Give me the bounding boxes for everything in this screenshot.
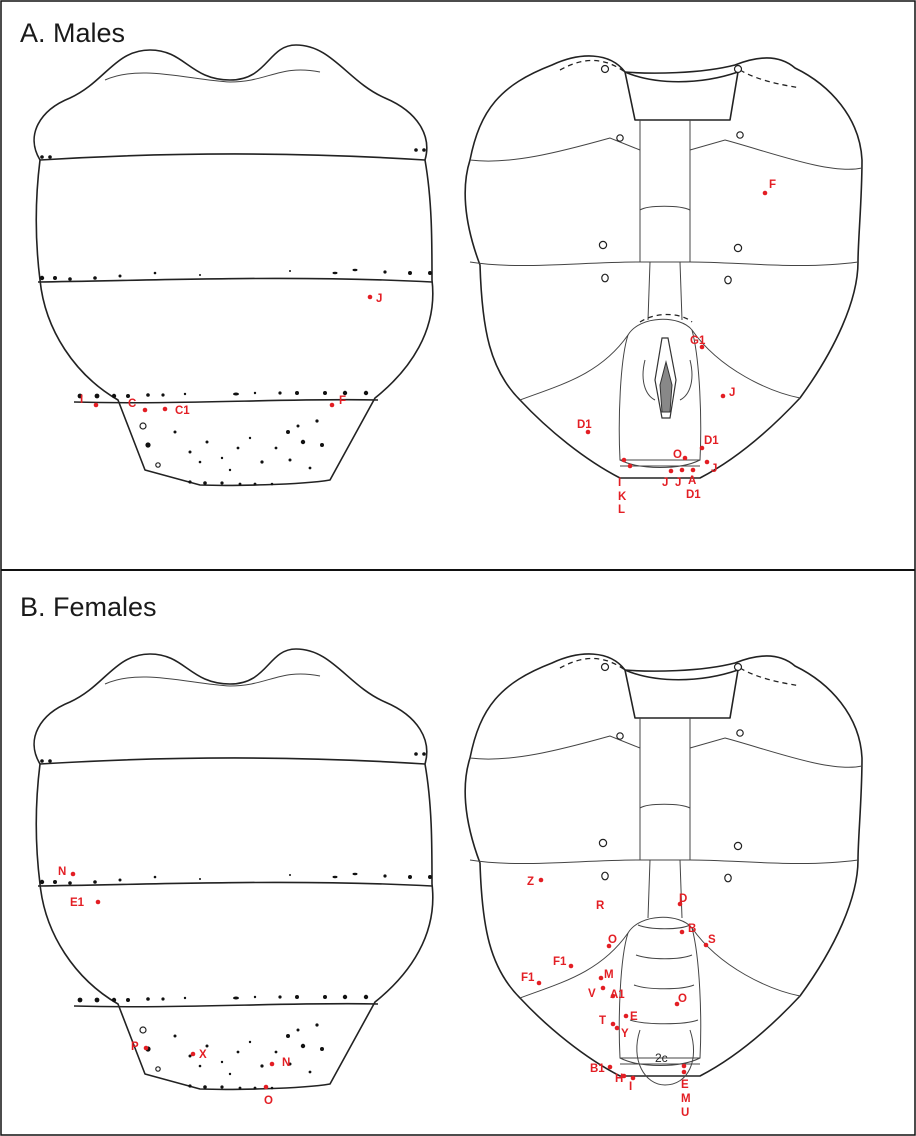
marker-dot bbox=[264, 1085, 269, 1090]
panel-females: B. Females 2c N E1 P X N O Z R bbox=[20, 592, 862, 1119]
marker-label: J bbox=[376, 293, 382, 305]
marker-dot bbox=[682, 1070, 687, 1075]
marker-dot bbox=[680, 468, 685, 473]
panel-title-females: B. Females bbox=[20, 592, 157, 622]
marker-dot bbox=[611, 1022, 616, 1027]
marker-dot bbox=[691, 468, 696, 473]
marker-dot bbox=[615, 1026, 620, 1031]
marker-dot bbox=[624, 1014, 629, 1019]
marker-label: D bbox=[679, 893, 687, 905]
marker-dot bbox=[669, 469, 674, 474]
marker-dot bbox=[680, 930, 685, 935]
genital-segments: 2c bbox=[630, 925, 698, 1085]
marker-label: K bbox=[618, 491, 627, 503]
marker-label: O bbox=[678, 993, 687, 1005]
marker-label: I bbox=[629, 1081, 632, 1093]
marker-label: U bbox=[681, 1107, 689, 1119]
marker-dot bbox=[191, 1052, 196, 1057]
panel-males: A. Males J I C C1 F F G1 bbox=[20, 18, 862, 516]
marker-label: R bbox=[596, 900, 605, 912]
marker-dot bbox=[539, 878, 544, 883]
marker-label: E1 bbox=[70, 897, 85, 909]
marker-dot bbox=[608, 1065, 613, 1070]
marker-dot bbox=[721, 394, 726, 399]
marker-label: Z bbox=[527, 876, 534, 888]
marker-label: X bbox=[199, 1049, 207, 1061]
marker-dot bbox=[601, 986, 606, 991]
marker-label: C bbox=[128, 398, 136, 410]
marker-label: B1 bbox=[590, 1063, 605, 1075]
marker-label: A1 bbox=[610, 989, 625, 1001]
marker-dot bbox=[330, 403, 335, 408]
marker-dot bbox=[628, 464, 633, 469]
marker-label: D1 bbox=[704, 435, 719, 447]
marker-label: N bbox=[282, 1057, 290, 1069]
ventral-view-females bbox=[465, 654, 862, 1076]
marker-label: O bbox=[673, 449, 682, 461]
marker-dot bbox=[683, 456, 688, 461]
marker-label: M bbox=[681, 1093, 691, 1105]
marker-label: I bbox=[618, 477, 621, 489]
marker-dot bbox=[569, 964, 574, 969]
marker-label: E bbox=[630, 1011, 638, 1023]
marker-dot bbox=[94, 403, 99, 408]
marker-label: C1 bbox=[175, 405, 190, 417]
marker-dot bbox=[682, 1064, 687, 1069]
marker-label: G1 bbox=[690, 335, 706, 347]
marker-dot bbox=[622, 458, 627, 463]
marker-dot bbox=[143, 408, 148, 413]
marker-label: H bbox=[615, 1073, 623, 1085]
dorsal-view-males bbox=[34, 45, 433, 485]
marker-dot bbox=[631, 1076, 636, 1081]
male-ventral-markers: F G1 J D1 O D1 I K L J J A J D1 bbox=[577, 179, 776, 516]
marker-label: M bbox=[604, 969, 614, 981]
marker-label: F bbox=[769, 179, 776, 191]
marker-dot bbox=[96, 900, 101, 905]
marker-dot bbox=[705, 460, 710, 465]
panel-title-males: A. Males bbox=[20, 18, 125, 48]
marker-dot bbox=[144, 1046, 149, 1051]
marker-dot bbox=[71, 872, 76, 877]
marker-label: S bbox=[708, 934, 716, 946]
marker-dot bbox=[599, 976, 604, 981]
marker-label: E bbox=[681, 1079, 689, 1091]
marker-dot bbox=[537, 981, 542, 986]
marker-dot bbox=[270, 1062, 275, 1067]
aedeagus-shape bbox=[640, 315, 692, 419]
marker-label: F bbox=[339, 395, 346, 407]
marker-label: F1 bbox=[553, 956, 567, 968]
marker-label: D1 bbox=[577, 419, 592, 431]
marker-label: N bbox=[58, 866, 66, 878]
marker-label: J bbox=[675, 477, 681, 489]
marker-label: Y bbox=[621, 1028, 629, 1040]
male-dorsal-markers: J I C C1 F bbox=[80, 293, 382, 417]
female-ventral-markers: Z R D B S O F1 F1 M V A1 O E T bbox=[521, 876, 716, 1119]
marker-label: J bbox=[662, 477, 668, 489]
dorsal-view-females bbox=[34, 649, 433, 1089]
svg-text:2c: 2c bbox=[655, 1051, 668, 1065]
marker-label: J bbox=[729, 387, 735, 399]
marker-label: A bbox=[688, 475, 696, 487]
marker-label: P bbox=[131, 1041, 139, 1053]
marker-label: D1 bbox=[686, 489, 701, 501]
marker-label: I bbox=[80, 394, 83, 406]
marker-label: O bbox=[264, 1095, 273, 1107]
marker-label: T bbox=[599, 1015, 606, 1027]
marker-dot bbox=[763, 191, 768, 196]
marker-label: O bbox=[608, 934, 617, 946]
marker-label: V bbox=[588, 988, 596, 1000]
marker-label: B bbox=[688, 923, 696, 935]
marker-dot bbox=[368, 295, 373, 300]
marker-label: F1 bbox=[521, 972, 535, 984]
marker-label: J bbox=[711, 463, 717, 475]
marker-dot bbox=[163, 407, 168, 412]
marker-label: L bbox=[618, 504, 625, 516]
